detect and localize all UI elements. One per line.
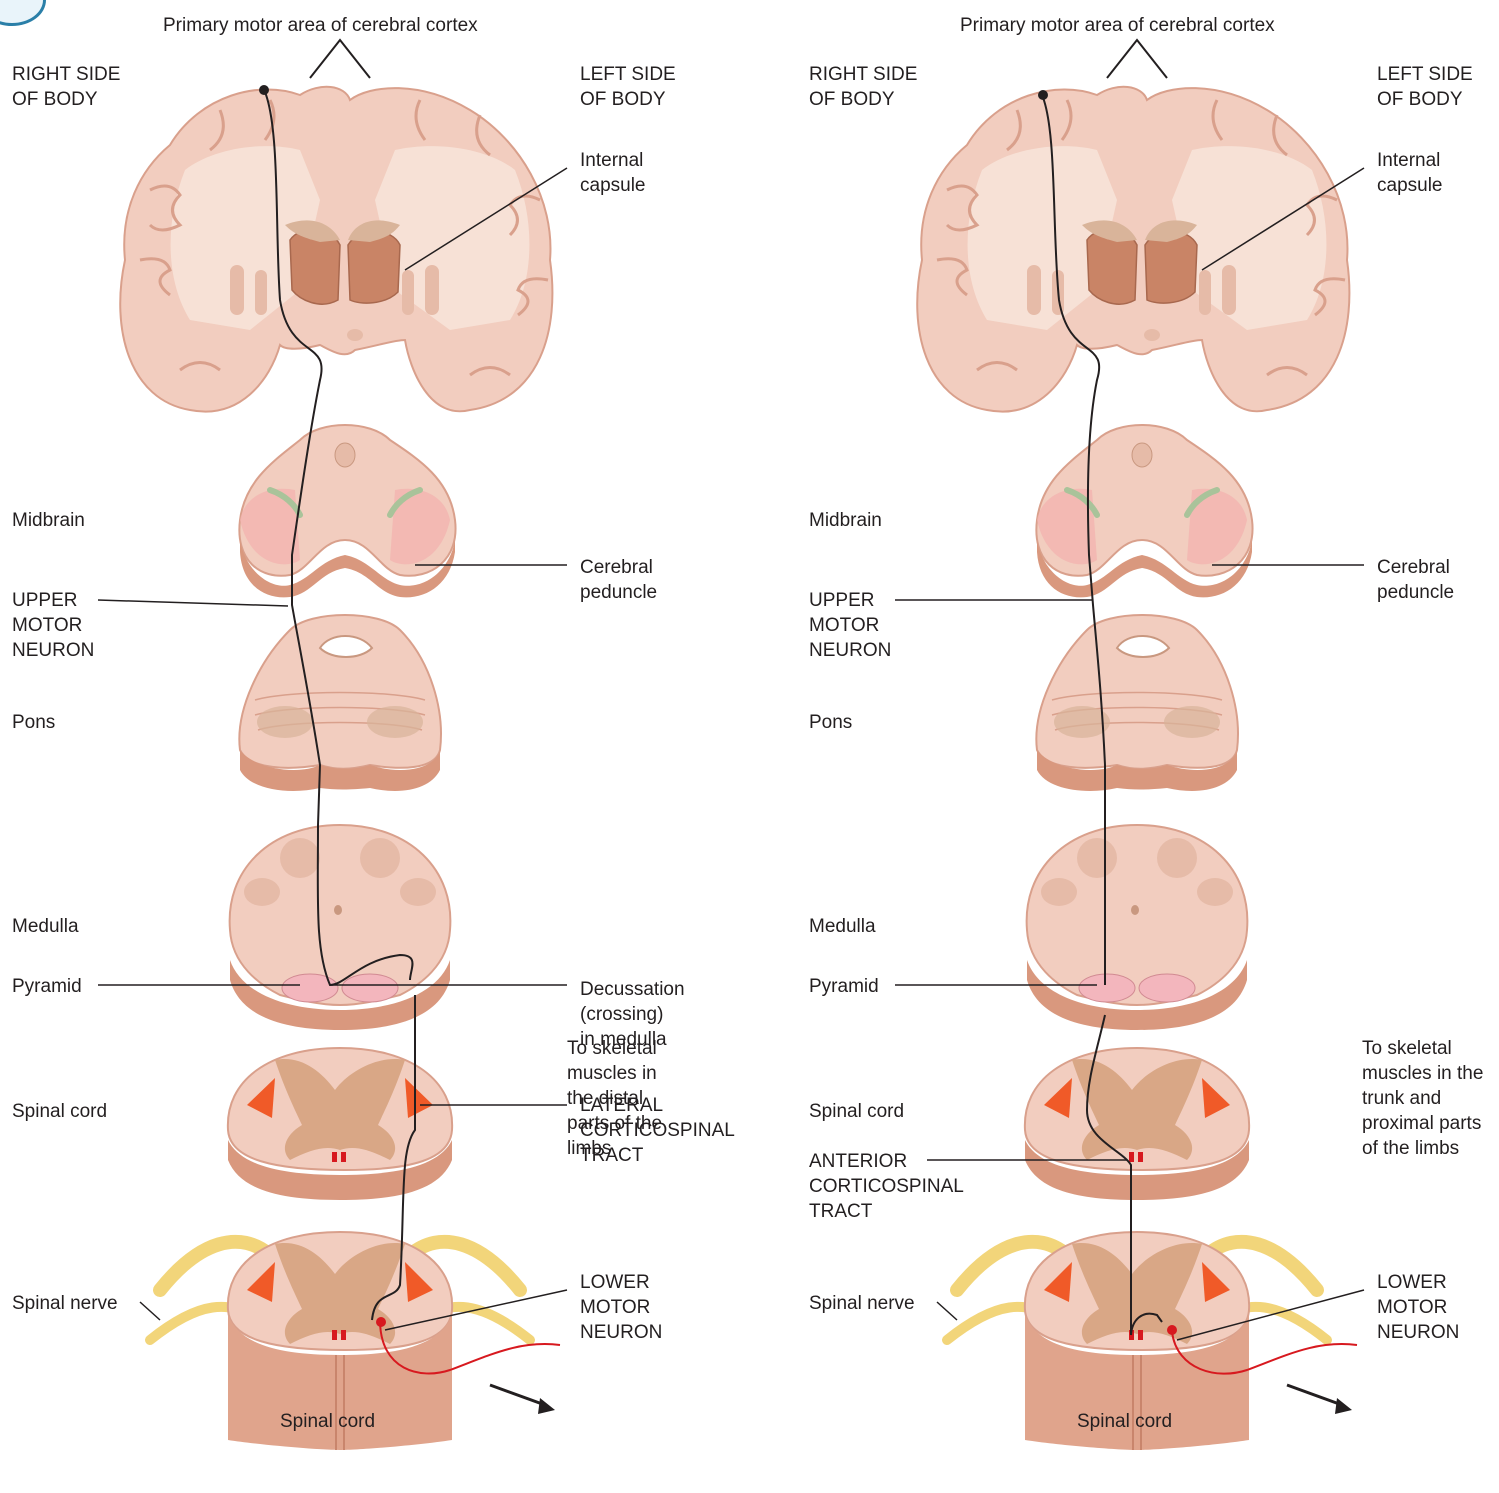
cerebral-peduncle-label: Cerebral peduncle bbox=[580, 555, 657, 605]
lower-motor-neuron-label: LOWER MOTOR NEURON bbox=[1377, 1270, 1459, 1345]
cortex-label: Primary motor area of cerebral cortex bbox=[163, 13, 478, 38]
target-muscles-label: To skeletal muscles in the trunk and pro… bbox=[1362, 1036, 1483, 1161]
medulla-section bbox=[1027, 825, 1248, 1030]
midbrain-section bbox=[239, 425, 455, 597]
lateral-corticospinal-panel: Primary motor area of cerebral cortex RI… bbox=[0, 0, 750, 1493]
spinal-cord-mid-label: Spinal cord bbox=[12, 1099, 107, 1124]
cortex-label: Primary motor area of cerebral cortex bbox=[960, 13, 1275, 38]
medulla-label: Medulla bbox=[809, 914, 876, 939]
cerebrum-coronal-section bbox=[120, 87, 552, 412]
anterior-corticospinal-tract-label: ANTERIOR CORTICOSPINAL TRACT bbox=[809, 1149, 964, 1224]
spinal-cord-bottom-label: Spinal cord bbox=[280, 1409, 375, 1434]
spinal-cord-bottom-label: Spinal cord bbox=[1077, 1409, 1172, 1434]
pyramid-label: Pyramid bbox=[12, 974, 82, 999]
spinal-nerve-label: Spinal nerve bbox=[12, 1291, 118, 1316]
midbrain-label: Midbrain bbox=[809, 508, 882, 533]
upper-motor-neuron-label: UPPER MOTOR NEURON bbox=[12, 588, 94, 663]
anterior-corticospinal-panel: Primary motor area of cerebral cortex RI… bbox=[797, 0, 1499, 1493]
pons-label: Pons bbox=[12, 710, 55, 735]
pons-section bbox=[239, 615, 441, 791]
left-side-label: LEFT SIDE OF BODY bbox=[1377, 62, 1473, 112]
midbrain-section bbox=[1036, 425, 1252, 597]
cerebrum-coronal-section bbox=[917, 87, 1349, 412]
spinal-cord-section-mid bbox=[1025, 1048, 1249, 1200]
internal-capsule-label: Internal capsule bbox=[580, 148, 646, 198]
spinal-cord-section-mid bbox=[228, 1048, 452, 1200]
upper-motor-neuron-label: UPPER MOTOR NEURON bbox=[809, 588, 891, 663]
target-muscles-label: To skeletal muscles in the distal parts … bbox=[567, 1036, 662, 1161]
spinal-nerve-label: Spinal nerve bbox=[809, 1291, 915, 1316]
medulla-section bbox=[230, 825, 451, 1030]
left-side-label: LEFT SIDE OF BODY bbox=[580, 62, 676, 112]
medulla-label: Medulla bbox=[12, 914, 79, 939]
spinal-cord-mid-label: Spinal cord bbox=[809, 1099, 904, 1124]
pyramid-label: Pyramid bbox=[809, 974, 879, 999]
midbrain-label: Midbrain bbox=[12, 508, 85, 533]
cerebral-peduncle-label: Cerebral peduncle bbox=[1377, 555, 1454, 605]
right-side-label: RIGHT SIDE OF BODY bbox=[809, 62, 917, 112]
right-side-label: RIGHT SIDE OF BODY bbox=[12, 62, 120, 112]
pons-section bbox=[1036, 615, 1238, 791]
internal-capsule-label: Internal capsule bbox=[1377, 148, 1443, 198]
lower-motor-neuron-label: LOWER MOTOR NEURON bbox=[580, 1270, 662, 1345]
pons-label: Pons bbox=[809, 710, 852, 735]
